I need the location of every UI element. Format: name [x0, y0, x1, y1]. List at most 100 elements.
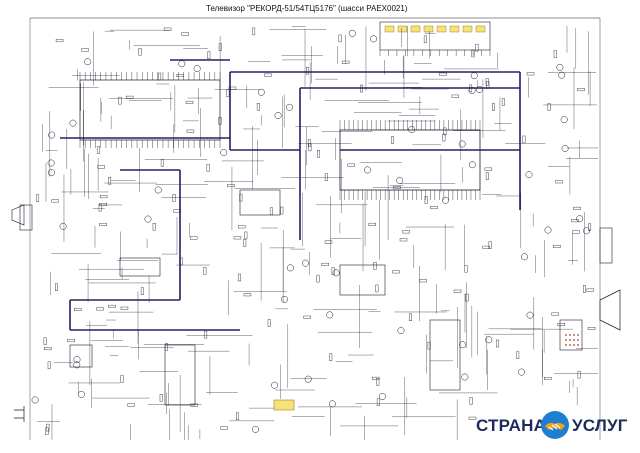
component-box [501, 98, 505, 106]
transistor-symbol [544, 226, 552, 234]
component-box [125, 95, 134, 99]
transistor-symbol [442, 196, 449, 204]
component-box [303, 315, 311, 319]
component-box [186, 129, 195, 133]
component-box [120, 375, 124, 383]
transistor-symbol [220, 149, 228, 157]
transistor-symbol [47, 169, 55, 177]
component-box [587, 327, 596, 330]
transistor-symbol [526, 311, 534, 319]
transistor-symbol [77, 390, 85, 398]
component-box [176, 74, 185, 78]
component-box [243, 239, 247, 247]
speaker-symbol [11, 204, 25, 226]
component-box [226, 89, 230, 97]
transistor-symbol [304, 375, 312, 383]
component-box [402, 230, 410, 234]
transistor-symbol [518, 368, 525, 376]
component-box [397, 25, 408, 33]
component-box [439, 72, 447, 76]
transistor-symbol [561, 144, 569, 152]
component-box [233, 236, 242, 240]
transistor-symbol [154, 186, 162, 194]
component-box [140, 287, 144, 295]
component-box [173, 209, 181, 213]
component-box [393, 186, 401, 190]
component-box [252, 27, 256, 36]
component-box [190, 403, 198, 407]
component-box [373, 262, 377, 270]
component-box [308, 143, 312, 152]
component-box [410, 25, 421, 33]
transistor-symbol [470, 72, 478, 80]
component-box [81, 48, 89, 52]
component-box [19, 204, 33, 231]
component-box [485, 78, 489, 86]
component-box [547, 103, 551, 111]
component-box [51, 199, 59, 203]
transistor-symbol [286, 103, 294, 111]
watermark-logo: СТРАНА УСЛУГ [470, 407, 634, 445]
transistor-symbol [558, 71, 566, 79]
component-box [324, 240, 333, 244]
component-box [339, 264, 386, 296]
component-box [47, 361, 51, 369]
transistor-symbol [560, 116, 568, 124]
component-box [572, 230, 580, 234]
component-box [43, 347, 52, 351]
component-box [98, 203, 102, 212]
component-box [108, 304, 116, 308]
component-box [99, 223, 107, 227]
component-box [316, 274, 320, 283]
component-box [55, 39, 64, 43]
transistor-symbol [178, 60, 186, 68]
schematic-title: Телевизор "РЕКОРД-51/54ТЦ5176" (шасси PA… [206, 4, 408, 13]
component-box [553, 50, 557, 58]
transistor-symbol [328, 400, 336, 408]
component-box [371, 376, 380, 380]
transistor-symbol [301, 259, 309, 267]
transistor-symbol [274, 111, 282, 119]
component-box [347, 163, 355, 167]
component-box [577, 370, 581, 379]
component-box [99, 203, 107, 206]
component-box [486, 81, 490, 89]
component-box [368, 222, 377, 226]
transistor-symbol [461, 373, 469, 381]
component-box [159, 393, 163, 402]
component-box [236, 412, 239, 421]
component-box [239, 189, 281, 216]
component-box [273, 399, 295, 411]
transistor-symbol [59, 222, 67, 230]
crt-symbol [599, 289, 621, 331]
component-box [419, 279, 427, 283]
transistor-symbol [69, 119, 77, 127]
component-box [443, 127, 447, 136]
component-box [360, 84, 364, 93]
component-box [485, 172, 489, 180]
component-box [180, 257, 184, 266]
component-box [138, 48, 142, 56]
power-plug-symbol [14, 406, 25, 422]
component-box [423, 35, 427, 44]
component-box [331, 267, 335, 275]
component-box [269, 207, 273, 215]
transistor-symbol [476, 86, 483, 93]
transistor-symbol [459, 341, 467, 349]
component-box [118, 96, 122, 105]
transistor-symbol [326, 311, 334, 319]
component-box [119, 257, 161, 277]
component-box [280, 206, 284, 215]
transistor-symbol [408, 126, 416, 134]
transistor-symbol [144, 215, 152, 223]
transistor-symbol [525, 171, 533, 179]
component-box [376, 378, 380, 386]
component-box [108, 177, 112, 185]
component-box [492, 103, 495, 111]
component-box [573, 206, 581, 210]
component-box [79, 79, 221, 141]
transistor-symbol [332, 269, 340, 277]
transistor-symbol [370, 35, 377, 43]
component-box [55, 283, 58, 291]
